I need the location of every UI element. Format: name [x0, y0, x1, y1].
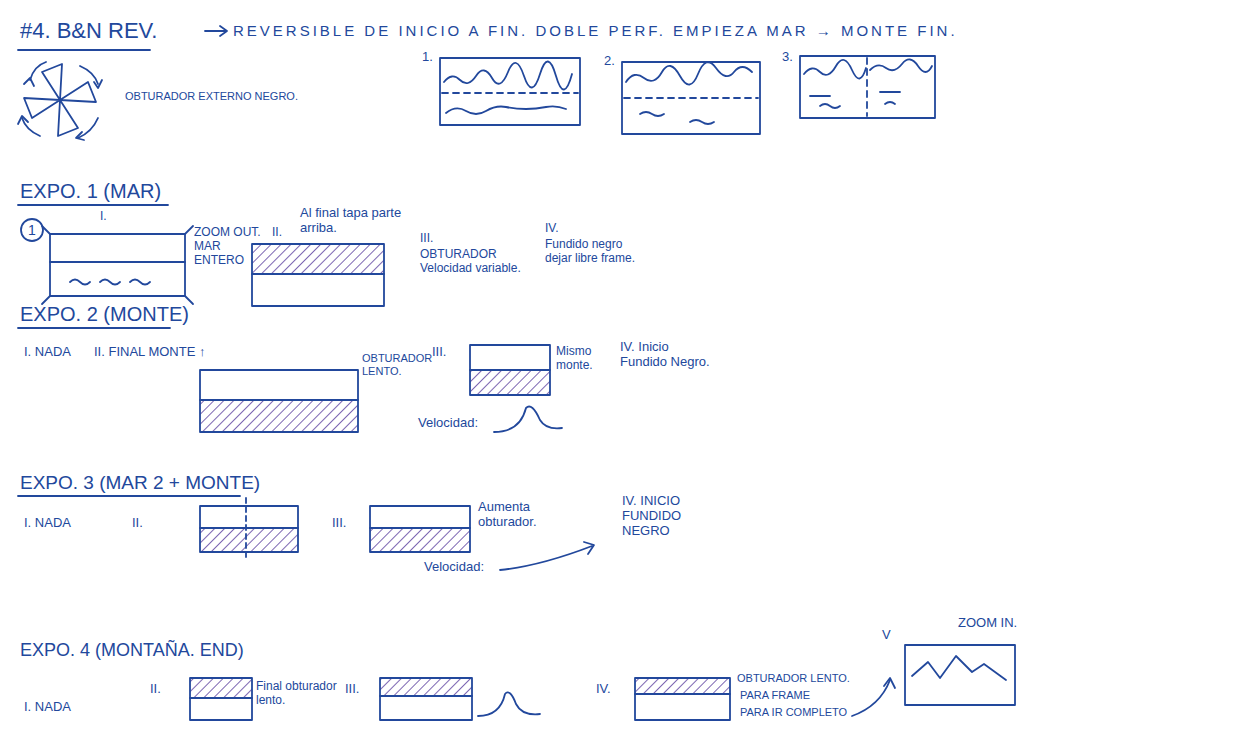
step-note: Final obturador lento.: [256, 680, 340, 708]
frame-sketch: [622, 62, 760, 134]
header-arrow: [205, 30, 226, 32]
step-note: I. NADA: [24, 700, 71, 715]
frame-number: 3.: [782, 50, 793, 65]
hatched-frame: [635, 678, 730, 720]
frame-number: 2.: [604, 54, 615, 69]
step-number: V: [882, 628, 891, 643]
hatched-frame: [380, 678, 472, 720]
step-note: ZOOM OUT. MAR ENTERO: [194, 226, 272, 267]
step-note: ZOOM IN.: [958, 616, 1017, 631]
hatched-frame: [190, 678, 252, 720]
step-note: PARA FRAME: [740, 689, 810, 702]
section-heading: EXPO. 3 (MAR 2 + MONTE): [20, 472, 260, 494]
heading-underline: [18, 495, 240, 497]
heading-underline: [18, 327, 170, 329]
step-note: Al final tapa parte arriba.: [300, 206, 418, 236]
pointer-arrow-head: [884, 678, 895, 688]
shutter-label: OBTURADOR EXTERNO NEGRO.: [125, 90, 298, 103]
header-note: REVERSIBLE DE INICIO A FIN. DOBLE PERF. …: [233, 22, 958, 39]
step-number: III.: [432, 345, 446, 360]
speed-curve: [478, 692, 540, 716]
step-note: Mismo monte.: [556, 345, 614, 373]
speed-label: Velocidad:: [418, 416, 478, 431]
hatched-frame: [200, 370, 358, 432]
step-note: PARA IR COMPLETO: [740, 706, 847, 719]
step-note: I. NADA: [24, 516, 71, 531]
hatched-frame: [370, 506, 470, 552]
step-note: IV. INICIO FUNDIDO NEGRO: [622, 494, 712, 539]
step-number: II.: [150, 682, 161, 697]
step-number: IV.: [545, 222, 559, 236]
step-number: II.: [132, 516, 143, 531]
step-note: Fundido negro dejar libre frame.: [545, 238, 645, 266]
speed-label: Velocidad:: [424, 560, 484, 575]
speed-curve: [494, 407, 562, 433]
section-heading: EXPO. 4 (MONTAÑA. END): [20, 640, 244, 661]
page-title: #4. B&N REV.: [20, 18, 157, 43]
frame-sketch: [42, 226, 193, 304]
header-arrow-head: [220, 26, 227, 36]
step-number: III.: [332, 516, 346, 531]
hatched-frame: [470, 345, 550, 395]
callout-number: 1: [28, 222, 36, 238]
step-number: II.: [272, 226, 282, 240]
step-number: III.: [420, 232, 433, 246]
speed-curve: [500, 546, 592, 570]
frame-sketch: [905, 645, 1015, 705]
frame-sketch: [440, 58, 580, 125]
step-number: I.: [100, 210, 107, 224]
frame-sketch: [800, 56, 935, 118]
frame-number: 1.: [422, 50, 433, 65]
shutter-symbol: [18, 62, 102, 140]
step-note: OBTURADOR LENTO.: [737, 672, 850, 685]
section-heading: EXPO. 2 (MONTE): [20, 303, 189, 326]
hatched-frame: [252, 244, 384, 306]
step-note: I. NADA: [24, 345, 71, 360]
heading-underline: [18, 204, 168, 206]
speed-arrow-head: [584, 542, 594, 554]
hatched-frame: [200, 498, 298, 558]
step-note: IV. Inicio Fundido Negro.: [620, 340, 716, 370]
section-heading: EXPO. 1 (MAR): [20, 180, 161, 203]
step-note: Aumenta obturador.: [478, 500, 570, 530]
step-number: III.: [345, 682, 359, 697]
step-note: II. FINAL MONTE ↑: [94, 345, 205, 360]
step-note: OBTURADOR Velocidad variable.: [420, 248, 532, 276]
title-underline: [18, 49, 150, 51]
callout-circle: [21, 219, 43, 241]
step-number: IV.: [596, 682, 611, 697]
